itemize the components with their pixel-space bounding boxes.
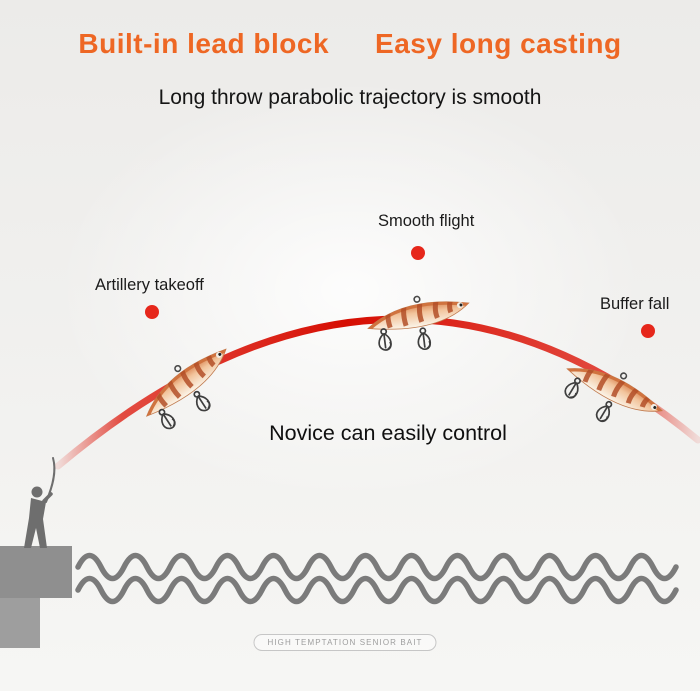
stage-label-buffer-fall: Buffer fall (600, 295, 670, 313)
wave-lines (75, 552, 679, 605)
stage-dot-takeoff (145, 305, 159, 319)
page-title: Built-in lead block Easy long casting (0, 28, 700, 60)
pier-block (0, 546, 72, 648)
stage-label-smooth-flight: Smooth flight (378, 212, 475, 230)
subtitle: Long throw parabolic trajectory is smoot… (158, 86, 542, 109)
title-part-2: Easy long casting (375, 28, 622, 59)
title-part-1: Built-in lead block (78, 28, 330, 59)
brand-badge: HIGH TEMPTATION SENIOR BAIT (253, 634, 437, 651)
stage-label-artillery-takeoff: Artillery takeoff (95, 276, 204, 294)
caption: Novice can easily control (269, 421, 507, 445)
stage-dot-flight (411, 246, 425, 260)
fisherman-icon (24, 457, 56, 548)
stage-dot-fall (641, 324, 655, 338)
